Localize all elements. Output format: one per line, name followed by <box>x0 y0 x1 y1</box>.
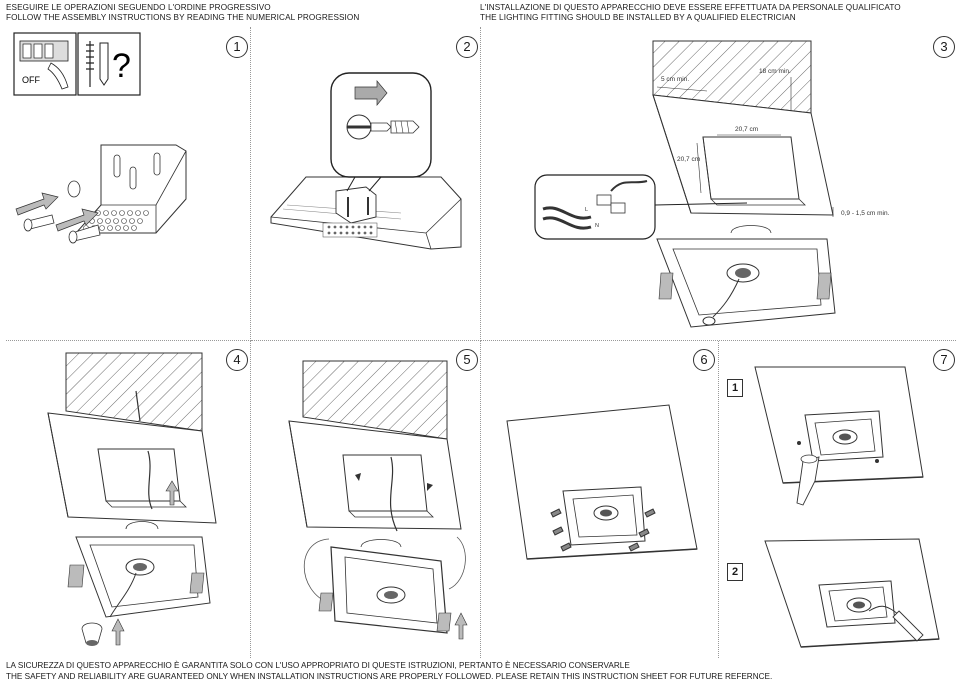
arrow-icon <box>427 483 433 491</box>
spring-clip-icon <box>318 592 334 612</box>
tools-icon <box>77 32 141 96</box>
step-1-number: 1 <box>226 36 248 58</box>
question-mark-icon: ? <box>112 47 131 85</box>
panel-step-1: 1 OFF ? <box>6 27 251 341</box>
header-right-line1: L'INSTALLAZIONE DI QUESTO APPARECCHIO DE… <box>480 3 901 12</box>
cable-icon <box>542 206 592 220</box>
step-3-illustration: 5 cm min. 18 cm min. 20,7 cm 20,7 cm 0,9… <box>534 40 890 328</box>
header-right-line2: THE LIGHTING FITTING SHOULD BE INSTALLED… <box>480 13 796 22</box>
arrow-icon <box>454 612 468 640</box>
sub-step-2-badge: 2 <box>727 563 743 581</box>
spring-clip-icon <box>67 564 85 588</box>
instruction-grid: 1 OFF ? <box>6 27 956 658</box>
transformer-icon <box>892 610 924 642</box>
screw-icon <box>550 508 562 518</box>
footer-line1: LA SICUREZZA DI QUESTO APPARECCHIO È GAR… <box>6 661 630 670</box>
arrow-icon <box>355 473 361 481</box>
step-4-number: 4 <box>226 349 248 371</box>
dim-width-label: 20,7 cm <box>735 126 758 133</box>
terminal-block-icon <box>596 194 612 206</box>
spring-clip-icon <box>658 272 674 300</box>
arrow-icon <box>15 192 59 216</box>
dim-thickness-label: 0,9 - 1,5 cm min. <box>841 210 890 217</box>
dim-18cm-label: 18 cm min. <box>759 68 791 75</box>
header-left: ESEGUIRE LE OPERAZIONI SEGUENDO L'ORDINE… <box>6 3 359 23</box>
screw-icon <box>552 526 564 536</box>
hand-icon <box>47 62 69 90</box>
panel-step-5: 5 <box>251 341 481 658</box>
step-5-illustration <box>288 360 468 640</box>
screw-icon <box>628 542 640 552</box>
step-5-number: 5 <box>456 349 478 371</box>
spring-clip-icon <box>436 612 452 632</box>
cutout-hole <box>342 454 428 512</box>
screw-icon <box>86 41 94 87</box>
cutout-hole <box>702 136 800 200</box>
screw-icon <box>638 528 650 538</box>
panel-step-2: 2 <box>251 27 481 341</box>
off-label: OFF <box>22 75 40 85</box>
step-4-illustration <box>47 352 217 646</box>
screw-icon <box>644 508 656 518</box>
dim-height-label: 20,7 cm <box>677 156 700 163</box>
screw-icon <box>560 542 572 552</box>
wire-l-label: L <box>585 207 588 213</box>
step-2-illustration <box>270 72 462 250</box>
arrow-icon <box>165 480 179 506</box>
cutout-hole <box>97 448 181 502</box>
step-2-number: 2 <box>456 36 478 58</box>
header-left-line2: FOLLOW THE ASSEMBLY INSTRUCTIONS BY READ… <box>6 13 360 22</box>
panel-step-3: 3 5 cm min. 18 cm min. 20,7 cm 20,7 cm <box>481 27 956 341</box>
arrow-icon <box>354 80 388 106</box>
spring-clip-icon <box>189 572 205 594</box>
bulb-icon <box>81 622 103 644</box>
step-7-number: 7 <box>933 349 955 371</box>
screw-icon <box>390 120 420 134</box>
header-right: L'INSTALLAZIONE DI QUESTO APPARECCHIO DE… <box>480 3 901 23</box>
step-3-number: 3 <box>933 36 955 58</box>
header-left-line1: ESEGUIRE LE OPERAZIONI SEGUENDO L'ORDINE… <box>6 3 271 12</box>
panel-step-4: 4 <box>6 341 251 658</box>
footer-line2: THE SAFETY AND RELIABILITY ARE GUARANTEE… <box>6 672 773 681</box>
panel-step-6: 6 <box>481 341 719 658</box>
step-6-number: 6 <box>693 349 715 371</box>
dim-5cm-label: 5 cm min. <box>661 76 689 83</box>
arrow-icon <box>55 208 99 232</box>
sub-step-1-badge: 1 <box>727 379 743 397</box>
step-6-illustration <box>506 404 698 560</box>
panel-step-7: 7 1 2 <box>719 341 956 658</box>
arrow-icon <box>111 618 125 646</box>
footer: LA SICUREZZA DI QUESTO APPARECCHIO È GAR… <box>6 660 772 682</box>
wire-n-label: N <box>595 223 599 229</box>
step-7-illustration <box>754 366 940 648</box>
step-1-illustration: OFF ? <box>13 32 187 244</box>
spring-clip-icon <box>816 272 832 300</box>
